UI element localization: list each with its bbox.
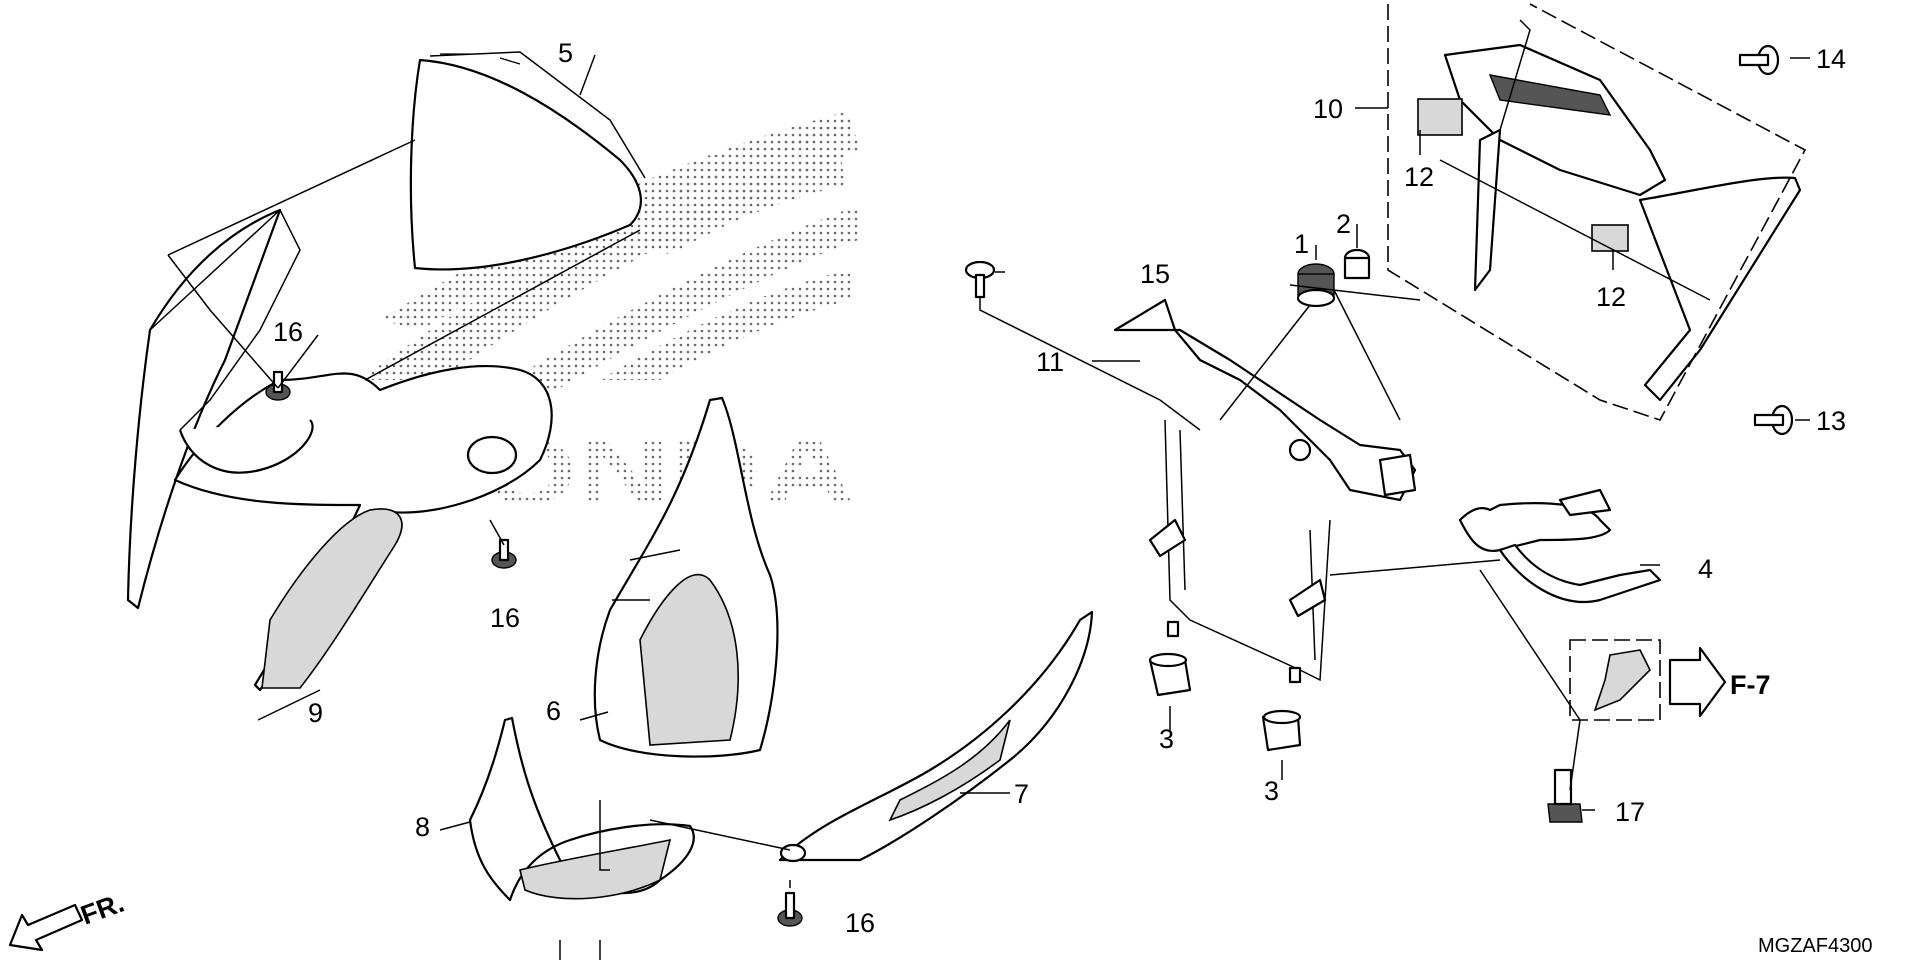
callout-3-a: 3	[1159, 724, 1174, 754]
callout-16-c: 16	[845, 908, 875, 938]
windscreen-part-5	[409, 51, 646, 271]
callouts: 1 2 3 3 4 5 6 7 8 9 10 11 12 12 13 14 15…	[273, 38, 1846, 938]
callout-2: 2	[1336, 209, 1351, 239]
bolt-part-17	[1547, 768, 1583, 823]
inner-panel-part-6	[593, 396, 779, 758]
callout-14: 14	[1816, 44, 1846, 74]
callout-17: 17	[1615, 797, 1645, 827]
callout-1: 1	[1294, 229, 1309, 259]
callout-12-b: 12	[1596, 282, 1626, 312]
grommet-part-3-a	[1148, 652, 1192, 697]
callout-13: 13	[1816, 406, 1846, 436]
diagram-code: MGZAF4300	[1758, 935, 1872, 957]
group-box-part-10	[1387, 3, 1807, 421]
screw-part-16-b	[491, 538, 517, 569]
screw-part-16-c	[777, 891, 803, 927]
callout-10: 10	[1313, 94, 1343, 124]
callout-9: 9	[308, 698, 323, 728]
callout-3-b: 3	[1264, 776, 1279, 806]
f7-reference-box	[1569, 639, 1661, 721]
callout-8: 8	[415, 812, 430, 842]
screw-part-16-a	[265, 370, 291, 401]
callout-16-b: 16	[490, 603, 520, 633]
callout-12-a: 12	[1404, 162, 1434, 192]
f7-reference-label[interactable]: F-7	[1730, 670, 1771, 700]
callout-4: 4	[1698, 554, 1713, 584]
f7-arrow-icon	[1668, 646, 1727, 718]
callout-6: 6	[546, 696, 561, 726]
collar-part-2	[1343, 248, 1371, 280]
callout-7: 7	[1014, 779, 1029, 809]
lower-cover-part-7	[778, 610, 1094, 863]
screw-part-13	[1753, 404, 1794, 436]
front-indicator-label: FR.	[77, 888, 128, 931]
screw-part-14	[1738, 44, 1780, 76]
meter-visor-part-10	[1417, 19, 1802, 402]
screw-part-15	[964, 260, 996, 299]
cowl-stay-part-11	[1113, 298, 1417, 684]
front-cowl-part-9	[126, 208, 553, 692]
front-arrow-icon	[8, 903, 84, 952]
callout-5: 5	[558, 38, 573, 68]
bracket-part-4	[1458, 488, 1662, 603]
callout-11: 11	[1036, 347, 1064, 377]
lower-cover-part-8	[468, 716, 695, 902]
front-direction-indicator: FR.	[8, 888, 128, 952]
leader-lines	[167, 54, 1810, 960]
grommet-part-3-b	[1261, 709, 1302, 752]
rubber-mount-part-1	[1296, 263, 1336, 308]
callout-15: 15	[1140, 259, 1170, 289]
callout-16-a: 16	[273, 317, 303, 347]
